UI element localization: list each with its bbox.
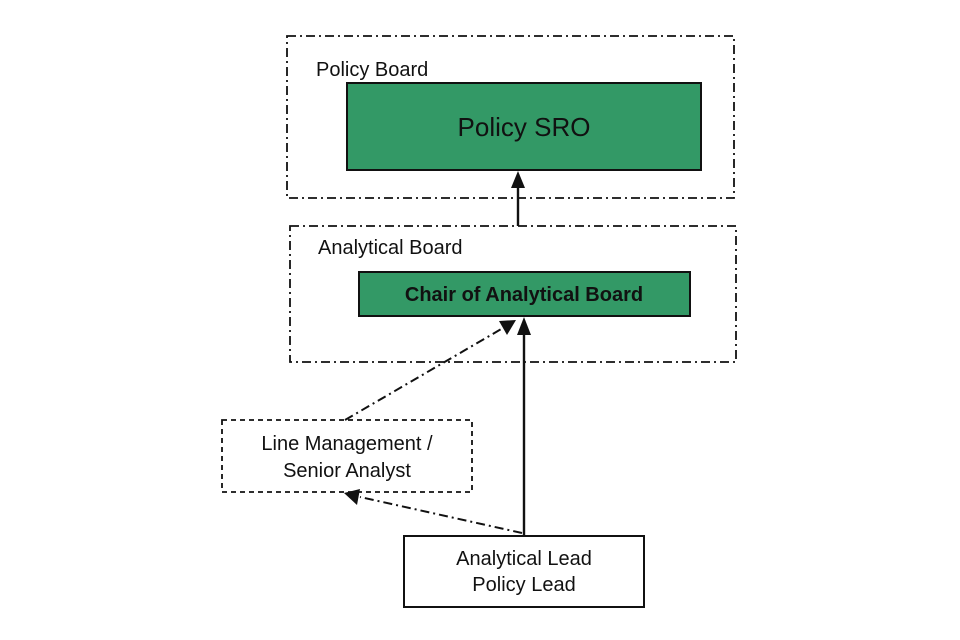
line-management-node: Line Management / Senior Analyst <box>221 419 473 493</box>
line-management-label-line-2: Senior Analyst <box>283 460 411 482</box>
analytical-board-frame <box>289 225 737 363</box>
arrowhead-icon <box>499 320 516 335</box>
edge-analytical-lead-to-line-management <box>344 489 523 534</box>
policy-sro-label: Policy SRO <box>458 112 591 142</box>
policy-sro-node: Policy SRO <box>346 82 702 171</box>
arrowhead-icon <box>517 317 531 335</box>
arrowhead-icon <box>344 489 360 505</box>
policy-board-frame <box>286 35 735 199</box>
line-management-label-line-1: Line Management / <box>261 433 433 455</box>
chair-node: Chair of Analytical Board <box>358 271 691 317</box>
policy-sro-box <box>346 82 702 171</box>
analytical-board-label: Analytical Board <box>318 237 463 259</box>
policy-board-group: Policy Board <box>286 35 735 199</box>
edge-line-lead-to-management-line <box>359 496 523 534</box>
edge-analytical-board-to-policy-sro <box>511 171 525 226</box>
analytical-lead-label-line-2: Policy Lead <box>472 574 575 596</box>
analytical-board-group: Analytical Board <box>289 225 737 363</box>
edge-line-management-to-chair-line <box>344 327 504 421</box>
analytical-lead-box <box>403 535 645 608</box>
policy-board-label: Policy Board <box>316 59 428 81</box>
edge-analytical-lead-to-chair <box>517 317 531 536</box>
arrowhead-icon <box>511 171 525 188</box>
analytical-lead-node: Analytical Lead Policy Lead <box>403 535 645 608</box>
line-management-box <box>221 419 473 493</box>
chair-box <box>358 271 691 317</box>
analytical-lead-label-line-1: Analytical Lead <box>456 548 592 570</box>
chair-label: Chair of Analytical Board <box>405 284 643 306</box>
edge-line-management-to-chair <box>344 320 516 421</box>
